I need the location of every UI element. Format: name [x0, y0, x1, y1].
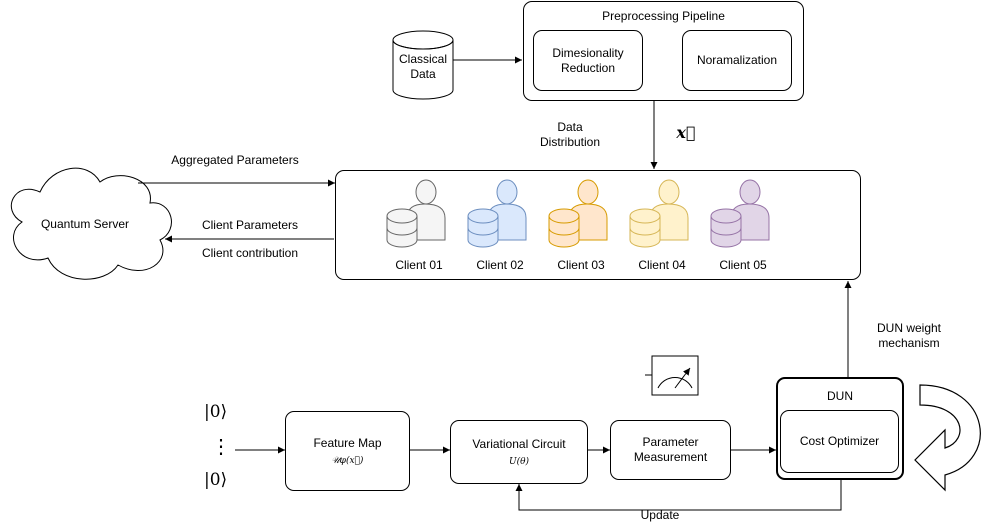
normalization-box: Noramalization	[682, 30, 792, 91]
client-5-icon	[710, 179, 770, 248]
data-distribution-label: Data Distribution	[525, 120, 615, 150]
client-2-icon	[467, 179, 527, 248]
client-contribution-label: Client contribution	[201, 246, 299, 260]
feature-map-box: Feature Map 𝒰φ(x⃗)	[285, 411, 410, 491]
feature-map-label: Feature Map	[313, 435, 382, 450]
client-label: Client 04	[638, 258, 686, 272]
feature-map-formula: 𝒰φ(x⃗)	[331, 455, 364, 466]
dun-weight-line1: DUN weight	[876, 321, 942, 335]
client-parameters-label: Client Parameters	[201, 218, 299, 232]
client-3-person-head	[577, 179, 599, 205]
client-4-icon	[629, 179, 689, 248]
dun-weight-line2: mechanism	[878, 336, 940, 350]
aggregated-parameters-label: Aggregated Parameters	[171, 153, 299, 167]
clients-icons	[386, 179, 770, 248]
client-label: Client 05	[719, 258, 767, 272]
classical-data-label: Classical Data	[393, 52, 453, 82]
client-5-database	[710, 216, 742, 248]
dim-reduction-line2: Reduction	[560, 60, 616, 75]
client-3-database	[548, 216, 580, 248]
client-4-database	[629, 216, 661, 248]
client-3-icon	[548, 179, 608, 248]
variational-circuit-formula: U(θ)	[508, 456, 530, 467]
parameter-measurement-box: Parameter Measurement	[610, 420, 731, 480]
client-2-database-top	[467, 208, 499, 224]
cost-optimizer-label: Cost Optimizer	[799, 434, 880, 448]
update-label: Update	[640, 508, 680, 522]
classical-data-line2: Data	[410, 67, 436, 81]
client-label: Client 03	[557, 258, 605, 272]
preprocessing-title: Preprocessing Pipeline	[602, 9, 725, 23]
classical-data-cylinder	[392, 30, 454, 100]
loop-arrow-icon	[914, 384, 981, 492]
client-4-person-head	[658, 179, 680, 205]
client-label: Client 02	[476, 258, 524, 272]
variational-circuit-box: Variational Circuit U(θ)	[450, 420, 588, 484]
measurement-line1: Parameter	[642, 435, 699, 449]
variational-circuit-label: Variational Circuit	[472, 436, 566, 451]
data-distribution-line1: Data	[557, 120, 583, 134]
ket-zero-bottom: |0⟩	[204, 470, 228, 490]
client-3-database-band	[548, 227, 580, 236]
arrow-update	[515, 480, 842, 511]
client-1-database-band	[386, 227, 418, 236]
normalization-label: Noramalization	[696, 53, 778, 67]
client-label: Client 01	[395, 258, 443, 272]
client-1-database	[386, 216, 418, 248]
quantum-server-cloud	[10, 167, 172, 280]
dun-weight-label: DUN weight mechanism	[864, 321, 954, 351]
dun-title: DUN	[827, 389, 853, 403]
client-2-database	[467, 216, 499, 248]
measurement-gauge-icon	[645, 355, 699, 396]
ket-dots: ⋮	[211, 434, 231, 458]
client-5-database-band	[710, 227, 742, 236]
measurement-line2: Measurement	[633, 450, 708, 464]
client-1-icon	[386, 179, 446, 248]
data-distribution-line2: Distribution	[539, 135, 601, 149]
cost-optimizer-box: Cost Optimizer	[780, 410, 899, 473]
classical-data-line1: Classical	[398, 52, 447, 66]
quantum-server-label: Quantum Server	[40, 217, 130, 231]
ket-zero-top: |0⟩	[204, 402, 228, 422]
client-4-database-band	[629, 227, 661, 236]
dim-reduction-line1: Dimesionality	[552, 45, 624, 60]
client-4-database-top	[629, 208, 661, 224]
client-5-person-head	[739, 179, 761, 205]
clients-container	[335, 170, 861, 280]
vector-x-symbol: x⃗	[676, 123, 696, 142]
dimensionality-reduction-box: Dimesionality Reduction	[533, 30, 643, 91]
client-5-database-top	[710, 208, 742, 224]
client-1-person-head	[415, 179, 437, 205]
client-2-database-band	[467, 227, 499, 236]
client-3-database-top	[548, 208, 580, 224]
client-1-database-top	[386, 208, 418, 224]
client-2-person-head	[496, 179, 518, 205]
